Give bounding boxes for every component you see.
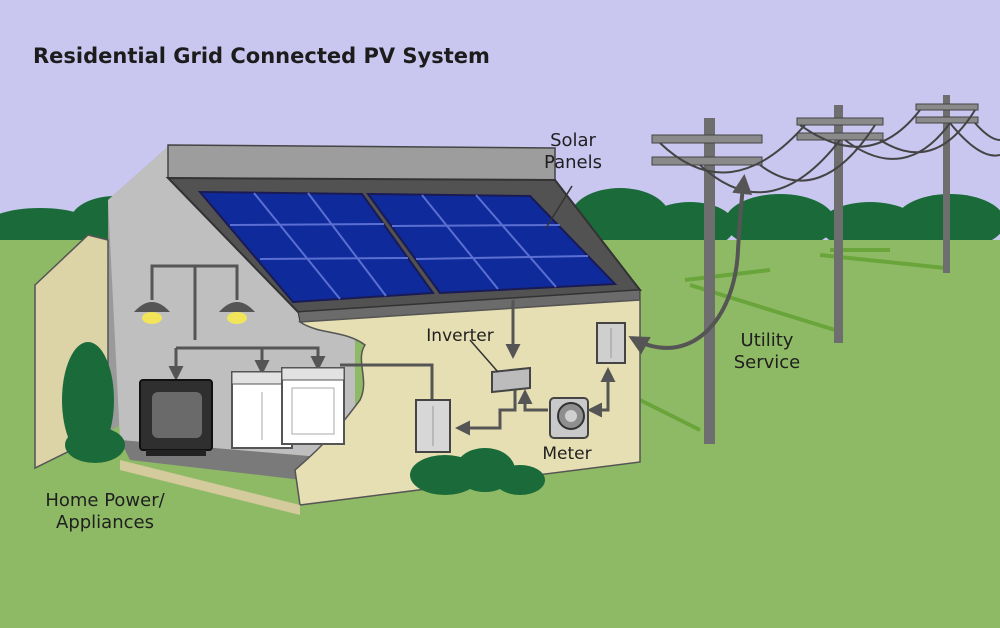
- label-utility-service-line2: Service: [733, 352, 801, 373]
- label-solar-panels: Solar Panels: [530, 130, 616, 174]
- utility-connection-arrow: [628, 174, 753, 355]
- label-home-power: Home Power/ Appliances: [30, 490, 180, 534]
- label-home-power-line1: Home Power/: [45, 490, 165, 511]
- label-solar-panels-line1: Solar: [550, 130, 596, 151]
- label-inverter-text: Inverter: [426, 326, 494, 346]
- house-front-wall: [294, 299, 641, 506]
- leader-lines: [469, 185, 573, 373]
- label-meter: Meter: [532, 443, 602, 465]
- label-utility-service-line1: Utility: [740, 330, 794, 351]
- television: [139, 379, 213, 456]
- system-wiring: [455, 300, 616, 436]
- bush-front: [410, 448, 545, 495]
- label-home-power-line2: Appliances: [56, 512, 154, 533]
- dryer: [281, 367, 345, 445]
- bush-left: [62, 342, 125, 463]
- service-box: [596, 322, 626, 364]
- diagram-title: Residential Grid Connected PV System: [33, 44, 490, 68]
- roof-top-edge: [167, 144, 556, 181]
- meter-box: [549, 397, 589, 439]
- ceiling-light-right: [219, 270, 255, 324]
- label-solar-panels-line2: Panels: [544, 152, 602, 173]
- label-utility-service: Utility Service: [722, 330, 812, 374]
- label-meter-text: Meter: [542, 444, 592, 464]
- solar-panel-right: [366, 192, 618, 295]
- interior-wiring: [150, 264, 434, 400]
- breaker-panel: [415, 399, 451, 453]
- solar-panel-left: [197, 190, 435, 304]
- inverter-box: [491, 366, 531, 394]
- house-front-wall-lower: [120, 460, 300, 515]
- utility-pole-3: [915, 95, 979, 273]
- label-inverter: Inverter: [420, 325, 500, 347]
- ceiling-light-left: [134, 270, 170, 324]
- utility-pole-2: [796, 105, 884, 343]
